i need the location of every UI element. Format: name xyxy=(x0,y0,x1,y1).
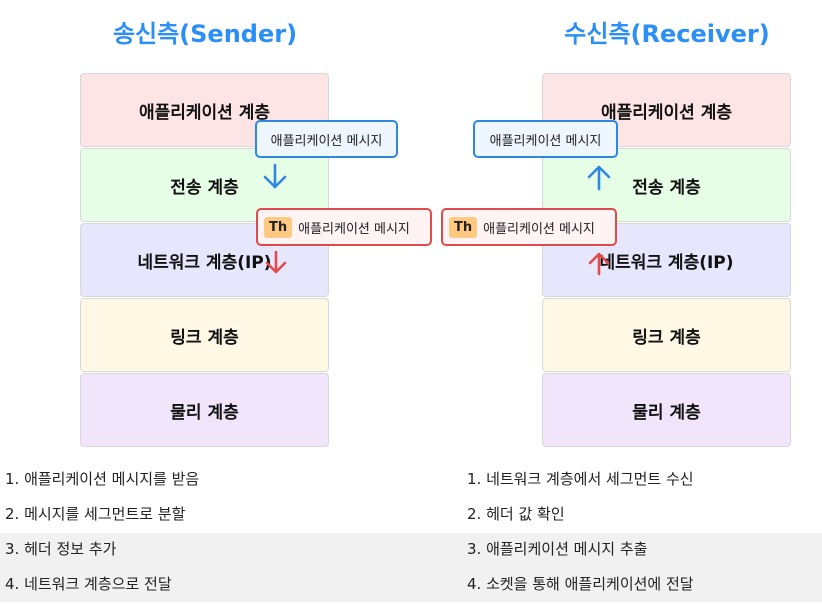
bottom-band xyxy=(0,533,822,602)
receiver-stack: 애플리케이션 계층 전송 계층 네트워크 계층(IP) 링크 계층 물리 계층 xyxy=(542,73,791,448)
receiver-step: 2. 헤더 값 확인 xyxy=(467,505,565,523)
transport-header-badge: Th xyxy=(264,216,293,238)
sender-segment-box: Th 애플리케이션 메시지 xyxy=(256,208,432,246)
sender-steps: 1. 애플리케이션 메시지를 받음 2. 메시지를 세그먼트로 분할 3. 헤더… xyxy=(5,464,199,604)
segment-payload: 애플리케이션 메시지 xyxy=(298,221,410,237)
receiver-step: 4. 소켓을 통해 애플리케이션에 전달 xyxy=(467,575,694,593)
receiver-segment-box: Th 애플리케이션 메시지 xyxy=(441,208,617,246)
receiver-link-layer: 링크 계층 xyxy=(542,298,791,372)
sender-link-layer: 링크 계층 xyxy=(80,298,329,372)
arrow-up-icon xyxy=(587,165,611,191)
sender-step: 4. 네트워크 계층으로 전달 xyxy=(5,575,172,593)
arrow-up-icon xyxy=(588,252,610,276)
sender-step: 2. 메시지를 세그먼트로 분할 xyxy=(5,505,186,523)
sender-stack: 애플리케이션 계층 전송 계층 네트워크 계층(IP) 링크 계층 물리 계층 xyxy=(80,73,329,448)
receiver-title: 수신측(Receiver) xyxy=(564,20,770,48)
sender-title: 송신측(Sender) xyxy=(112,20,298,48)
sender-step: 1. 애플리케이션 메시지를 받음 xyxy=(5,470,200,488)
sender-step: 3. 헤더 정보 추가 xyxy=(5,540,117,558)
sender-physical-layer: 물리 계층 xyxy=(80,373,329,447)
segment-payload: 애플리케이션 메시지 xyxy=(483,221,595,237)
receiver-steps: 1. 네트워크 계층에서 세그먼트 수신 2. 헤더 값 확인 3. 애플리케이… xyxy=(467,464,694,604)
arrow-down-icon xyxy=(265,250,287,274)
sender-network-layer: 네트워크 계층(IP) xyxy=(80,223,329,297)
receiver-physical-layer: 물리 계층 xyxy=(542,373,791,447)
receiver-message-box: 애플리케이션 메시지 xyxy=(473,120,618,158)
transport-header-badge: Th xyxy=(449,216,478,238)
sender-message-box: 애플리케이션 메시지 xyxy=(255,120,398,158)
receiver-step: 3. 애플리케이션 메시지 추출 xyxy=(467,540,648,558)
arrow-down-icon xyxy=(263,163,287,189)
receiver-step: 1. 네트워크 계층에서 세그먼트 수신 xyxy=(467,470,694,488)
